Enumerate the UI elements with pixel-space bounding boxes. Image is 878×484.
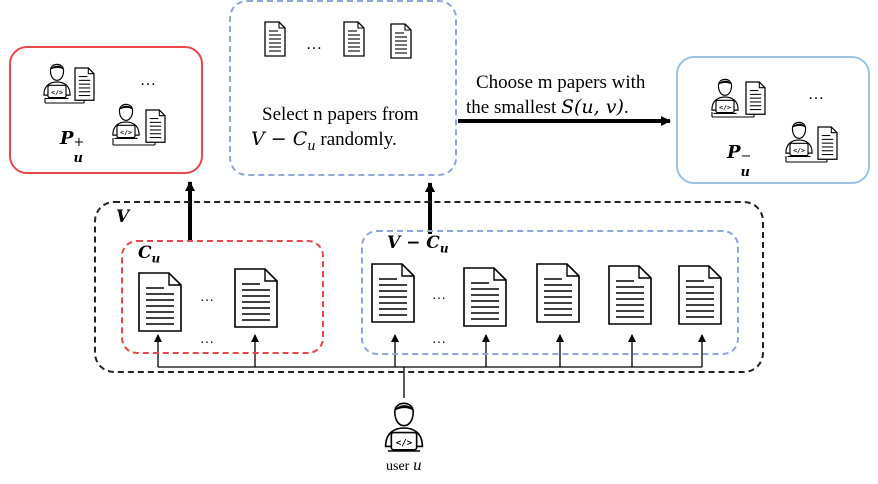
unclicked-ellipsis-mid: … [432, 288, 446, 303]
positive-set-ellipsis: … [140, 72, 156, 89]
user-label-prefix: user [386, 459, 413, 474]
negative-set-ellipsis: … [808, 86, 824, 103]
clicked-set-label-sub: u [151, 251, 161, 266]
candidate-box [229, 0, 457, 176]
arrow-label-line2-post: . [623, 97, 629, 118]
clicked-set-label: Cu [138, 243, 160, 265]
negative-set-label-base: P [727, 142, 741, 163]
unclicked-set-label: V − Cu [387, 233, 449, 255]
clicked-set-box [121, 240, 324, 354]
universe-label: V [116, 207, 130, 227]
unclicked-set-box [361, 230, 739, 355]
candidate-line2: V − Cu randomly. [251, 127, 397, 159]
positive-set-box [9, 46, 203, 174]
candidate-line2-sub: u [307, 138, 316, 154]
unclicked-set-label-base: V − C [387, 233, 440, 253]
unclicked-ellipsis-bottom: … [432, 332, 446, 347]
negative-set-label-sub: u [740, 165, 750, 180]
arrow-label-line2: the smallest S(u, v). [466, 95, 629, 120]
arrow-label-line1: Choose m papers with [476, 72, 646, 93]
positive-set-label-base: P [60, 128, 74, 149]
unclicked-set-label-sub: u [439, 241, 449, 256]
candidate-line2-math: V − C [251, 128, 308, 150]
clicked-set-label-base: C [138, 243, 152, 263]
user-label: user u [386, 458, 422, 475]
negative-set-label-sup: − [740, 149, 752, 164]
negative-set-box [676, 56, 870, 184]
clicked-ellipsis-bottom: … [200, 332, 214, 347]
clicked-ellipsis-mid: … [200, 290, 214, 305]
universe-box [94, 201, 764, 373]
positive-set-label-sup: + [73, 135, 85, 150]
candidate-ellipsis: … [306, 36, 322, 53]
arrow-label-line2-pre: the smallest [466, 97, 561, 118]
candidate-line1: Select n papers from [262, 104, 419, 125]
negative-set-label: P − u [727, 142, 752, 180]
candidate-line2-rest: randomly. [315, 129, 397, 150]
user-label-var: u [412, 458, 422, 474]
positive-set-label-sub: u [73, 151, 83, 166]
arrow-label-line2-math: S(u, v) [560, 96, 624, 118]
positive-set-label: P + u [60, 128, 85, 166]
